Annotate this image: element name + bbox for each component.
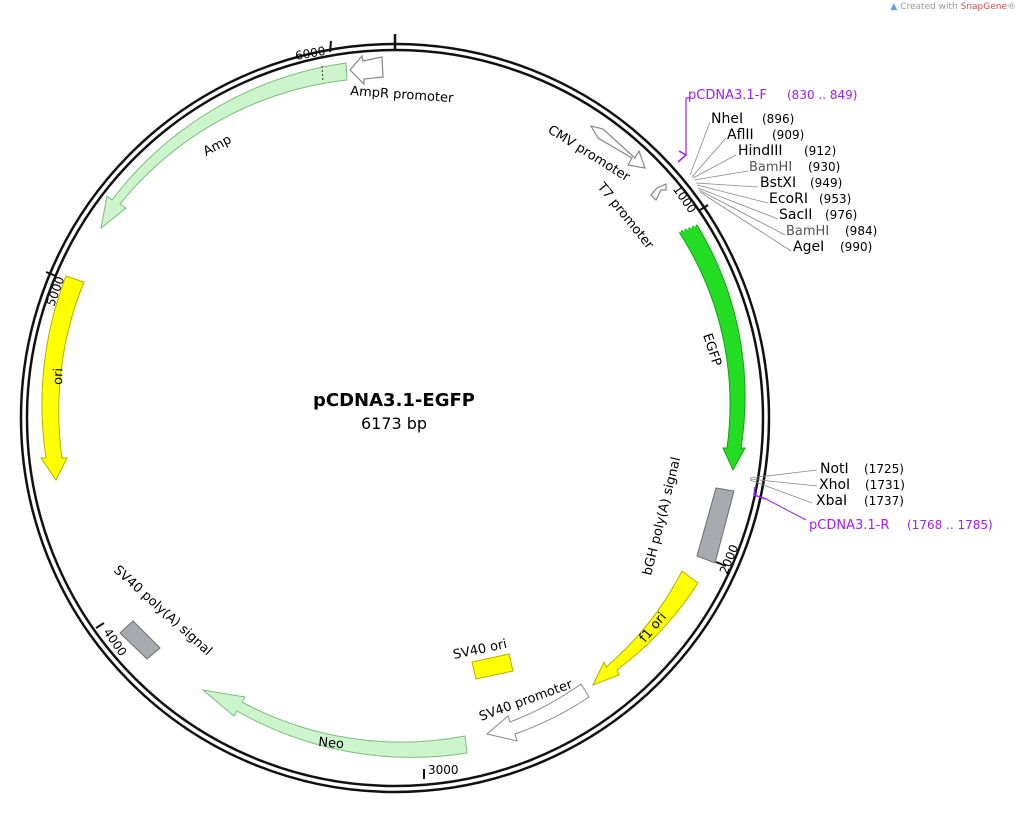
feature-cmv-promoter[interactable] <box>589 125 646 169</box>
site-pos: (1737) <box>864 494 904 508</box>
site-pos: (912) <box>804 144 836 158</box>
site-sacii[interactable]: SacII (976) <box>779 207 857 223</box>
site-xhoi[interactable]: XhoI (1731) <box>819 477 905 493</box>
feature-neo[interactable] <box>201 689 468 758</box>
site-pos: (930) <box>808 160 840 174</box>
feature-ori[interactable] <box>40 275 85 481</box>
site-pos: (909) <box>772 128 804 142</box>
label-egfp: EGFP <box>699 332 724 369</box>
site-pos: (896) <box>762 112 794 126</box>
site-name: NotI <box>820 461 849 477</box>
primer-r-range: (1768 .. 1785) <box>907 518 993 532</box>
tick-label-6000: 6000 <box>294 44 327 63</box>
label-ori: ori <box>51 368 67 385</box>
site-name: HindIII <box>738 143 783 159</box>
label-ampr-promoter: AmpR promoter <box>350 84 455 106</box>
feature-egfp[interactable] <box>678 224 746 472</box>
site-name: AgeI <box>793 239 824 255</box>
feature-sv40-promoter[interactable] <box>485 683 590 742</box>
site-pos: (1731) <box>865 478 905 492</box>
site-pos: (976) <box>825 208 857 222</box>
cloning-site-leaders <box>749 469 818 504</box>
feature-sv40-polya[interactable] <box>119 620 161 660</box>
snapgene-watermark: ▲ Created with SnapGene® <box>890 2 1016 12</box>
label-bgh-polya: bGH poly(A) signal <box>640 456 684 577</box>
site-name: BstXI <box>760 175 796 191</box>
site-name: EcoRI <box>769 191 808 207</box>
site-nhei[interactable]: NheI (896) <box>711 111 794 127</box>
label-amp: Amp <box>201 132 234 159</box>
watermark-suffix: ® <box>1007 2 1016 12</box>
egfp-start-dotted <box>678 224 698 233</box>
feature-bgh-polya[interactable] <box>696 487 735 564</box>
tick-2000 <box>715 561 727 567</box>
primer-r-marker[interactable] <box>753 486 767 500</box>
site-name: XbaI <box>816 493 847 509</box>
site-bamhi-984[interactable]: BamHI (984) <box>786 224 877 239</box>
site-noti[interactable]: NotI (1725) <box>820 461 904 477</box>
amp-start-dotted <box>321 65 324 83</box>
tick-label-3000: 3000 <box>428 763 459 777</box>
site-bstxi[interactable]: BstXI (949) <box>760 175 842 191</box>
mcs-leaders <box>689 121 792 252</box>
primer-r-name: pCDNA3.1-R <box>809 518 889 533</box>
watermark-prefix: Created with <box>900 2 961 12</box>
site-xbai[interactable]: XbaI (1737) <box>816 493 904 509</box>
plasmid-size: 6173 bp <box>361 414 427 433</box>
watermark-brand: SnapGene <box>960 2 1007 12</box>
site-name: XhoI <box>819 477 850 493</box>
primer-r-leader <box>765 498 807 521</box>
feature-t7-promoter[interactable] <box>650 183 667 202</box>
tick-6000 <box>329 40 332 53</box>
site-agei[interactable]: AgeI (990) <box>793 239 872 255</box>
tick-4000 <box>95 622 105 629</box>
site-name: SacII <box>779 207 812 223</box>
site-name: AflII <box>727 127 754 143</box>
site-bamhi-930[interactable]: BamHI (930) <box>749 160 840 175</box>
site-pos: (953) <box>819 192 851 206</box>
site-pos: (1725) <box>864 462 904 476</box>
primer-f-name: pCDNA3.1-F <box>688 88 767 103</box>
site-pos: (990) <box>840 240 872 254</box>
site-name: BamHI <box>749 160 792 175</box>
tick-1000 <box>699 204 709 211</box>
label-neo: Neo <box>318 735 345 752</box>
watermark-icon: ▲ <box>890 2 898 12</box>
site-name: NheI <box>711 111 743 127</box>
site-pos: (984) <box>845 224 877 238</box>
primer-f-range: (830 .. 849) <box>787 88 857 102</box>
site-name: BamHI <box>786 224 829 239</box>
tick-5000 <box>45 271 57 277</box>
site-hindiii[interactable]: HindIII (912) <box>738 143 836 159</box>
plasmid-name: pCDNA3.1-EGFP <box>313 390 475 411</box>
feature-f1-ori[interactable] <box>592 570 699 686</box>
tick-label-1000: 1000 <box>670 183 699 216</box>
feature-sv40-ori[interactable] <box>471 653 514 680</box>
label-cmv-promoter: CMV promoter <box>545 123 633 186</box>
primer-f-marker[interactable] <box>677 150 688 163</box>
feature-ampr-promoter[interactable] <box>349 54 384 86</box>
site-aflii[interactable]: AflII (909) <box>727 127 804 143</box>
label-t7-promoter: T7 promoter <box>593 179 656 252</box>
site-pos: (949) <box>810 176 842 190</box>
site-ecori[interactable]: EcoRI (953) <box>769 191 851 207</box>
